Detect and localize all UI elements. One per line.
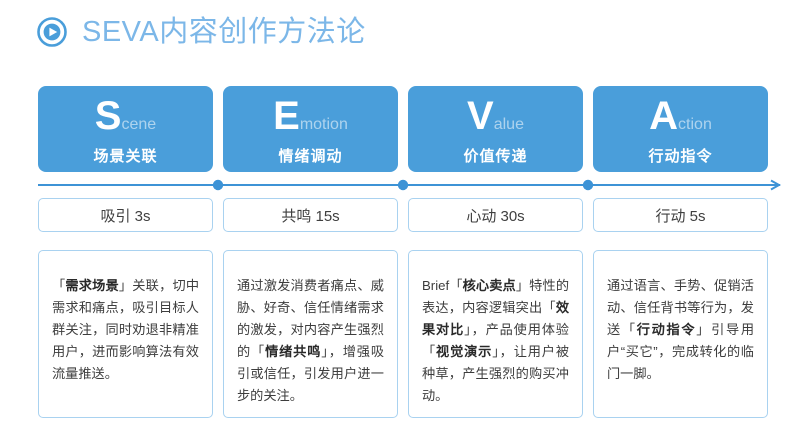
letter-remainder: alue [493,116,524,133]
letter-remainder: ction [678,116,712,133]
letter-initial: A [649,94,678,138]
card-label: 价值传递 [463,148,528,165]
letter-row: V alue [467,96,524,138]
letter-row: S cene [95,96,156,138]
description-box-scene: 「需求场景」关联，切中需求和痛点，吸引目标人群关注，同时劝退非精准用户，进而影响… [38,250,213,418]
column-scene: S cene 场景关联 [38,86,213,172]
stage-box-action[interactable]: 行动 5s [593,198,768,232]
card-label: 情绪调动 [278,148,343,165]
letter-card-row: S cene 场景关联 E motion 情绪调动 V alue 价值传递 A [38,86,768,172]
stage-label-row: 吸引 3s 共鸣 15s 心动 30s 行动 5s [38,198,768,232]
page-title: SEVA内容创作方法论 [82,16,366,48]
column-emotion: E motion 情绪调动 [223,86,398,172]
play-circle-icon [36,16,68,48]
column-action: A ction 行动指令 [593,86,768,172]
letter-row: E motion [273,96,348,138]
letter-card-e[interactable]: E motion 情绪调动 [223,86,398,172]
description-box-emotion: 通过激发消费者痛点、威胁、好奇、信任情绪需求的激发，对内容产生强烈的「情绪共鸣」… [223,250,398,418]
card-label: 场景关联 [93,148,158,165]
description-row: 「需求场景」关联，切中需求和痛点，吸引目标人群关注，同时劝退非精准用户，进而影响… [38,250,768,418]
stage-box-resonate[interactable]: 共鸣 15s [223,198,398,232]
letter-initial: S [94,94,122,138]
page-header: SEVA内容创作方法论 [36,16,366,48]
letter-card-s[interactable]: S cene 场景关联 [38,86,213,172]
description-box-action: 通过语言、手势、促销活动、信任背书等行为，发送「行动指令」引导用户“买它”，完成… [593,250,768,418]
letter-row: A ction [649,96,712,138]
timeline-arrow [38,178,790,192]
letter-card-a[interactable]: A ction 行动指令 [593,86,768,172]
column-value: V alue 价值传递 [408,86,583,172]
letter-card-v[interactable]: V alue 价值传递 [408,86,583,172]
card-label: 行动指令 [648,148,713,165]
letter-remainder: cene [121,116,157,133]
description-box-value: Brief「核心卖点」特性的表达，内容逻辑突出「效果对比」，产品使用体验「视觉演… [408,250,583,418]
letter-initial: V [467,94,494,138]
stage-box-desire[interactable]: 心动 30s [408,198,583,232]
letter-remainder: motion [299,116,348,133]
stage-box-attract[interactable]: 吸引 3s [38,198,213,232]
letter-initial: E [273,94,300,138]
